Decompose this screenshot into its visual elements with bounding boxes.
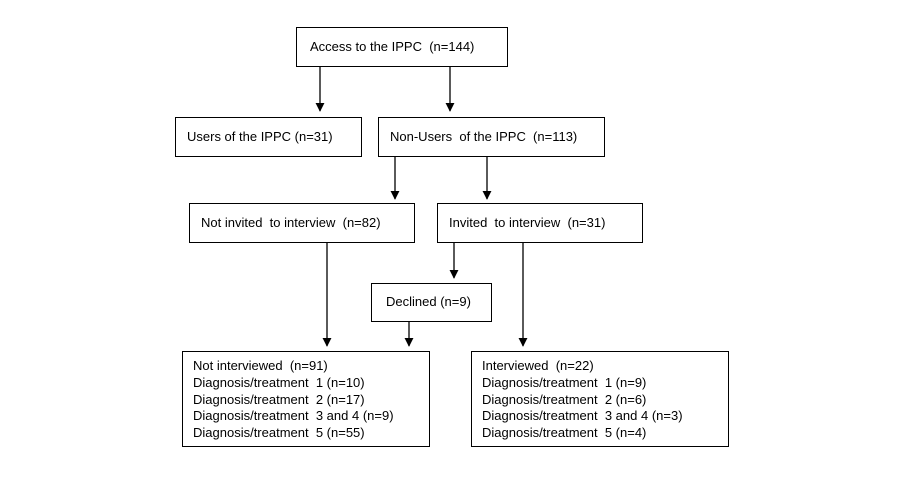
box-not-interviewed: Not interviewed (n=91) Diagnosis/treatme… (182, 351, 430, 447)
not-interviewed-dx5: Diagnosis/treatment 5 (n=55) (193, 425, 365, 441)
interviewed-dx1: Diagnosis/treatment 1 (n=9) (482, 374, 647, 390)
not-interviewed-title: Not interviewed (n=91) (193, 358, 328, 373)
box-non-users-label: Non-Users of the IPPC (n=113) (390, 128, 578, 144)
box-declined: Declined (n=9) (371, 283, 492, 322)
not-interviewed-dx3-4: Diagnosis/treatment 3 and 4 (n=9) (193, 408, 394, 424)
box-declined-label: Declined (n=9) (386, 294, 471, 310)
interviewed-dx2: Diagnosis/treatment 2 (n=6) (482, 391, 647, 407)
box-not-invited-to-interview: Not invited to interview (n=82) (189, 203, 415, 243)
box-invited-label: Invited to interview (n=31) (449, 214, 606, 230)
box-users-label: Users of the IPPC (n=31) (187, 128, 333, 144)
box-interviewed: Interviewed (n=22) Diagnosis/treatment 1… (471, 351, 729, 447)
box-access-label: Access to the IPPC (n=144) (310, 38, 475, 54)
interviewed-dx3-4: Diagnosis/treatment 3 and 4 (n=3) (482, 408, 683, 424)
interviewed-dx5: Diagnosis/treatment 5 (n=4) (482, 425, 647, 441)
not-interviewed-dx2: Diagnosis/treatment 2 (n=17) (193, 391, 365, 407)
interviewed-title: Interviewed (n=22) (482, 358, 594, 373)
box-not-invited-label: Not invited to interview (n=82) (201, 214, 381, 230)
box-non-users-of-ippc: Non-Users of the IPPC (n=113) (378, 117, 605, 157)
box-users-of-ippc: Users of the IPPC (n=31) (175, 117, 362, 157)
box-access-to-ippc: Access to the IPPC (n=144) (296, 27, 508, 67)
box-invited-to-interview: Invited to interview (n=31) (437, 203, 643, 243)
not-interviewed-dx1: Diagnosis/treatment 1 (n=10) (193, 374, 365, 390)
